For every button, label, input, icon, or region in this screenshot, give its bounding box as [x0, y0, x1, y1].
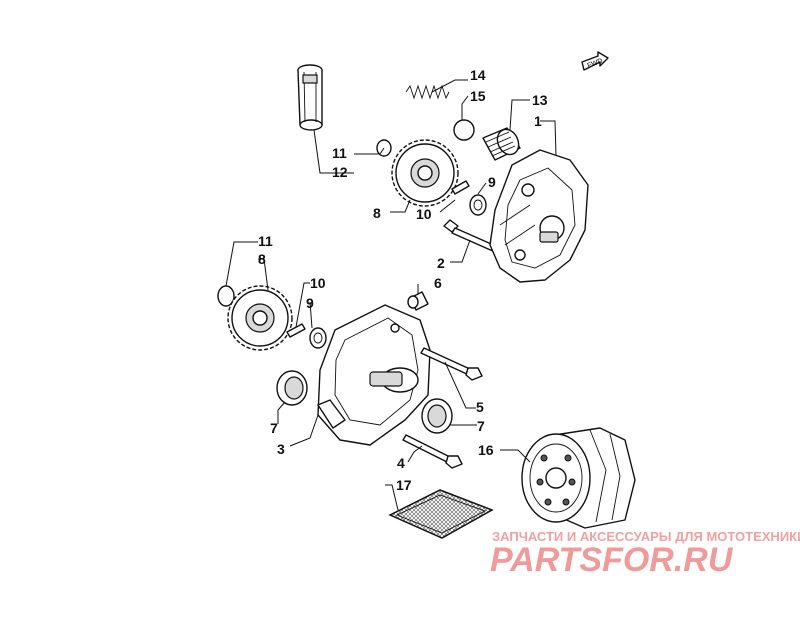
forward-arrow-icon: FWD: [581, 51, 609, 71]
watermark-subtitle: ЗАПЧАСТИ И АКСЕССУАРЫ ДЛЯ МОТОТЕХНИКИ: [492, 529, 800, 544]
watermark: ЗАПЧАСТИ И АКСЕССУАРЫ ДЛЯ МОТОТЕХНИКИ PA…: [490, 529, 800, 579]
part-8-gear-lower: [227, 285, 293, 351]
part-8-gear-upper: [391, 139, 459, 207]
part-9-washer-lower: [309, 327, 327, 349]
part-10-pin-upper: [451, 180, 470, 195]
part-16-oil-filter: [521, 427, 636, 529]
callout-9-upper: 9: [488, 174, 496, 190]
leader-lines: [225, 79, 557, 511]
callout-2: 2: [437, 255, 445, 271]
callout-17: 17: [396, 477, 412, 493]
part-9-washer-upper: [469, 194, 487, 216]
part-7-seal-left: [276, 370, 308, 406]
callout-8-lower: 8: [258, 251, 266, 267]
callout-11-lower: 11: [258, 233, 273, 249]
callout-14: 14: [470, 67, 486, 83]
callout-labels: 14 15 13 1 11 12 9 8 10 2 11 8 10 9 6 5 …: [258, 67, 548, 493]
part-1-pump-housing: [489, 149, 589, 283]
callout-4: 4: [397, 455, 405, 471]
callout-12: 12: [332, 164, 348, 180]
callout-9-lower: 9: [306, 295, 314, 311]
part-2-bolt: [443, 219, 499, 253]
part-15-ball: [453, 119, 475, 141]
callout-1: 1: [534, 113, 542, 129]
part-4-bolt: [402, 434, 463, 469]
callout-10-upper: 10: [416, 206, 432, 222]
part-14-spring: [405, 84, 450, 100]
callout-8-upper: 8: [373, 205, 381, 221]
part-13-plug: [482, 127, 521, 161]
callout-5: 5: [476, 399, 484, 415]
part-5-bolt: [420, 347, 483, 381]
part-12-strainer-tube: [297, 64, 323, 131]
part-3-pump-housing: [317, 304, 431, 446]
callout-16: 16: [478, 442, 494, 458]
part-7-seal-right: [421, 398, 453, 434]
callout-3: 3: [277, 441, 285, 457]
part-6-sleeve: [407, 291, 429, 311]
callout-13: 13: [532, 92, 548, 108]
callout-11-upper: 11: [332, 145, 347, 161]
callout-10-lower: 10: [310, 275, 326, 291]
part-17-screen: [388, 489, 494, 539]
callout-7-left: 7: [270, 420, 278, 436]
callout-6: 6: [434, 275, 442, 291]
callout-7-right: 7: [477, 418, 485, 434]
watermark-brand: PARTSFOR.RU: [490, 541, 734, 579]
callout-15: 15: [470, 88, 486, 104]
part-10-pin-lower: [286, 323, 306, 338]
